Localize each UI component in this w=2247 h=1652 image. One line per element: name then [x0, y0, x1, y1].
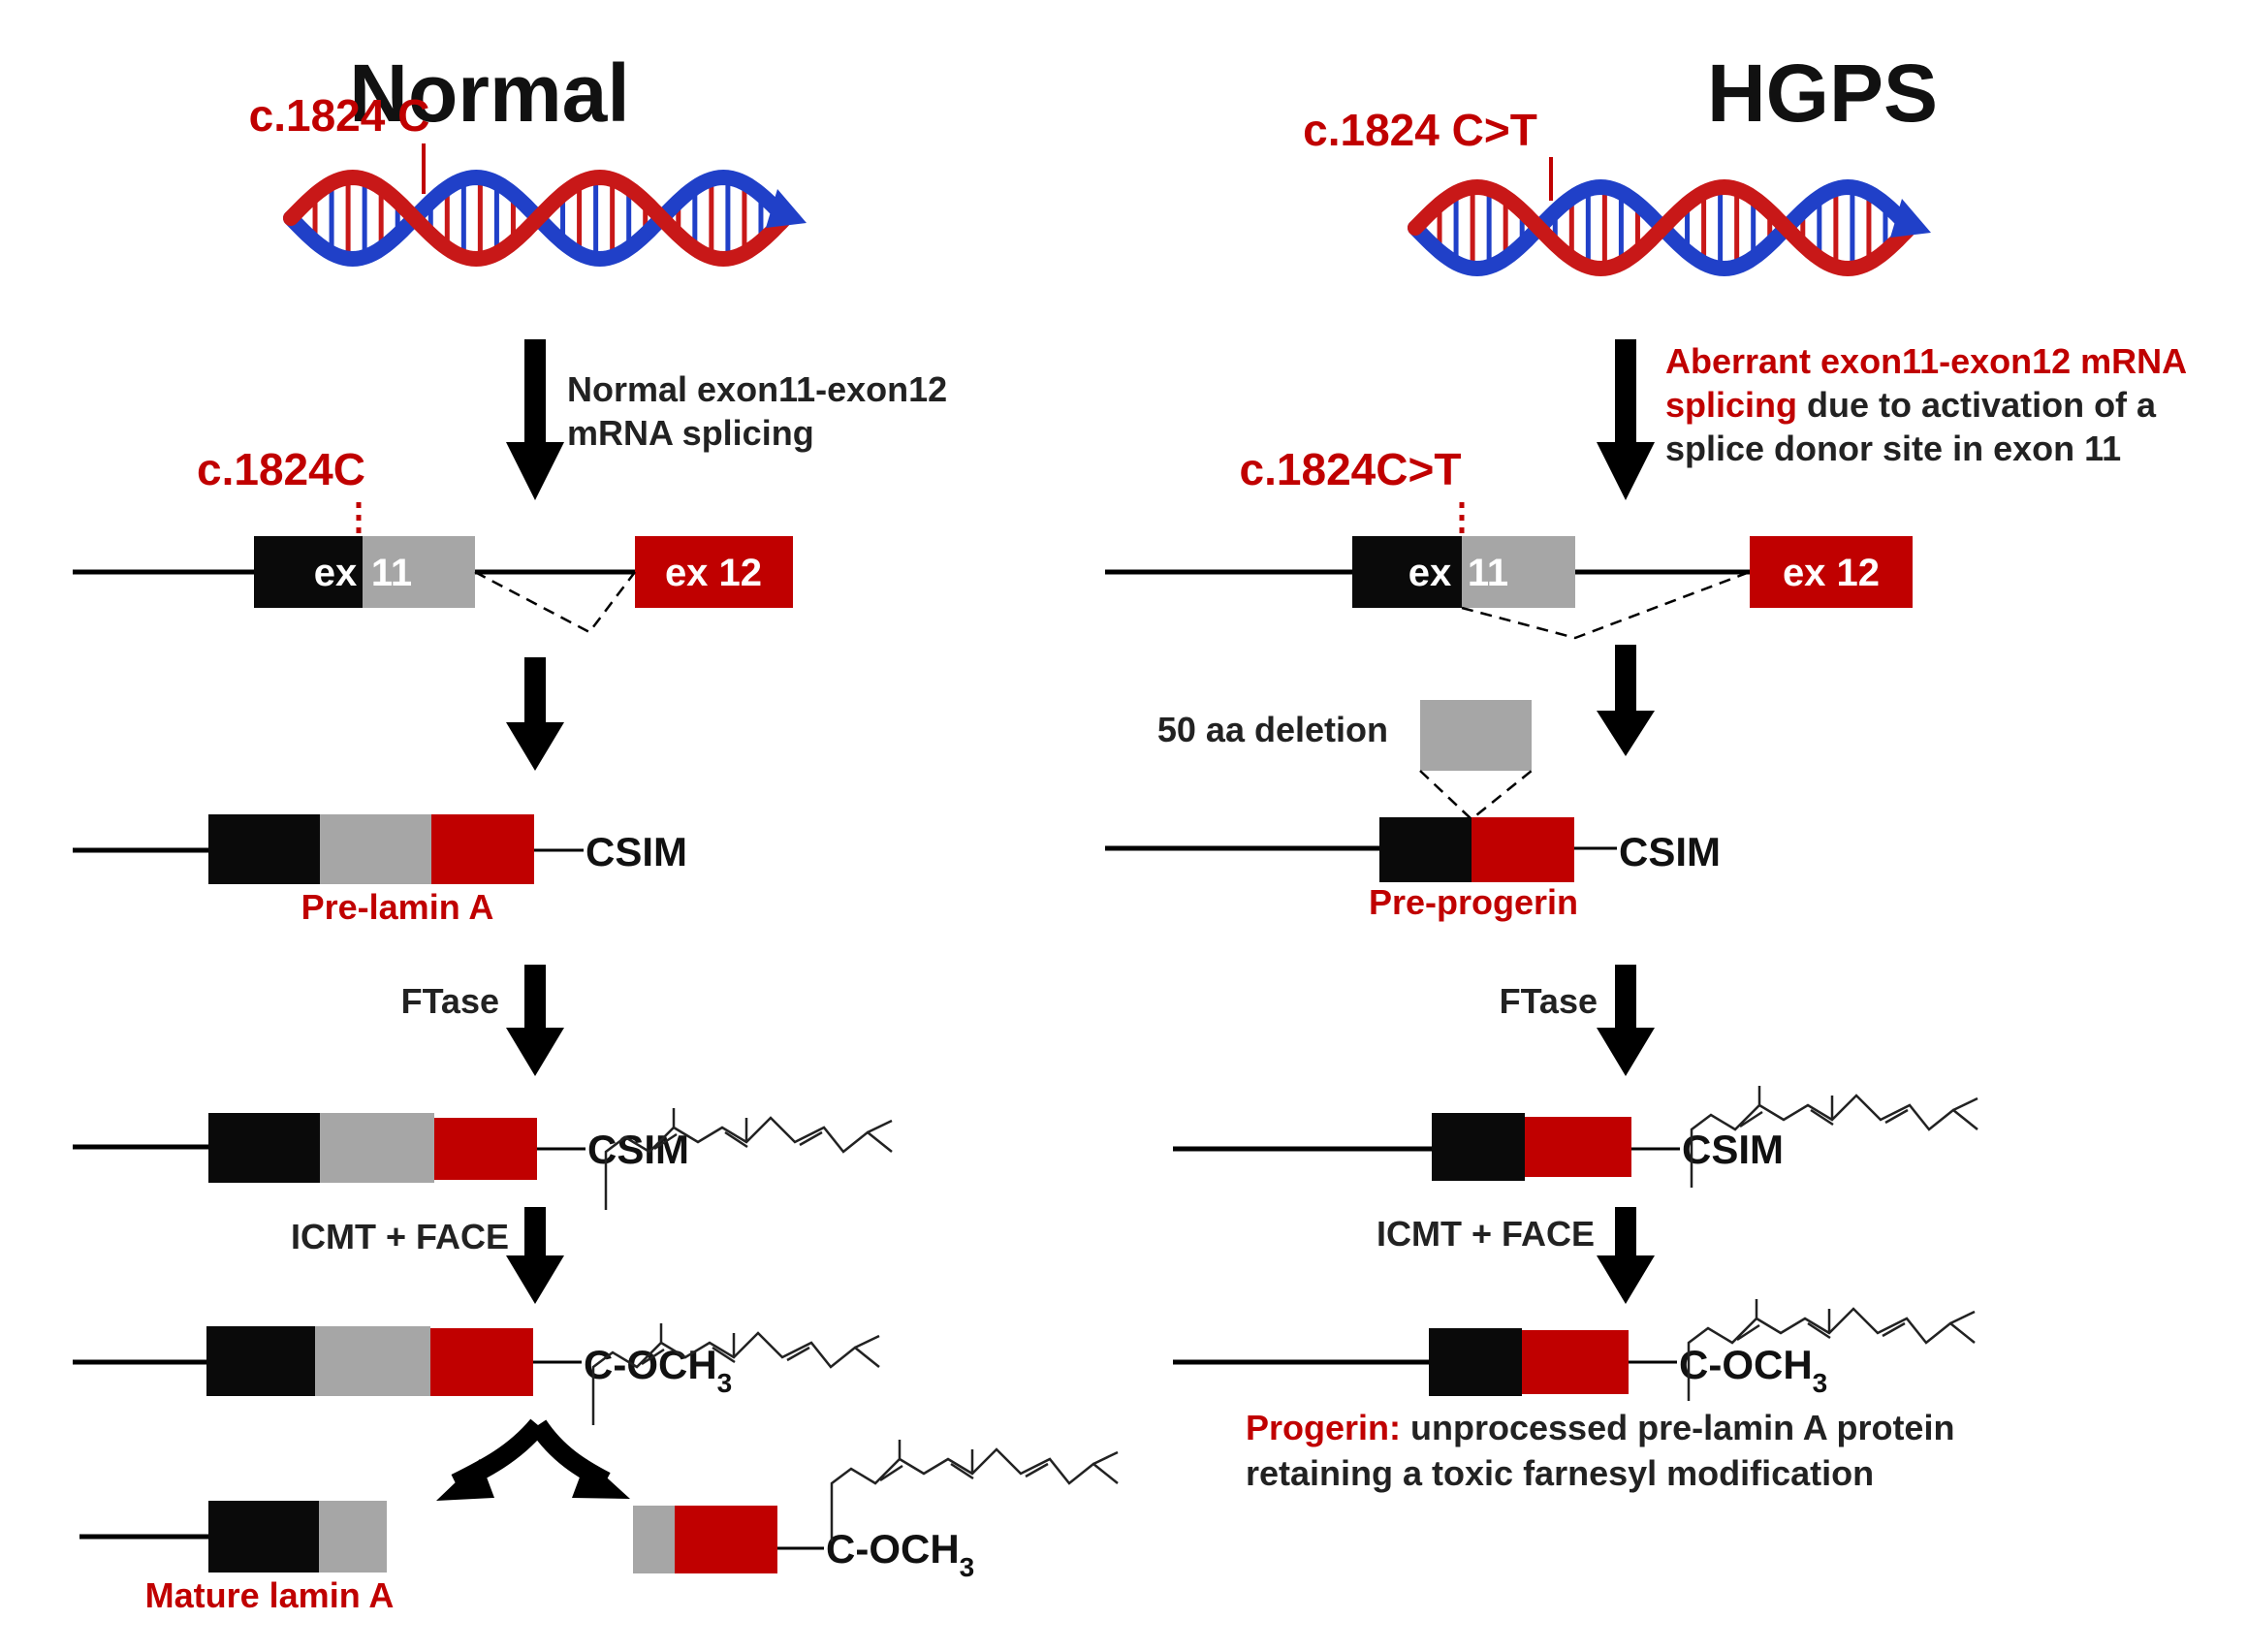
- normal-csim-2: CSIM: [587, 1127, 689, 1172]
- normal-exon12-label: ex 12: [665, 552, 762, 594]
- hgps-title: HGPS: [1707, 48, 1938, 139]
- normal-arrow-splicing: [506, 339, 564, 500]
- hgps-splicing-label-3: splice donor site in exon 11: [1665, 429, 2121, 468]
- hgps-methylated: C-OCH3: [1173, 1299, 1976, 1401]
- normal-coch3-1: C-OCH3: [584, 1342, 732, 1398]
- hgps-arrow-ftase: [1597, 965, 1655, 1076]
- normal-panel: Normal c.1824 C Normal exon11-exon12 mRN…: [73, 48, 1119, 1615]
- hgps-gene: ex 11 ex 12: [1105, 536, 1913, 640]
- normal-arrow-ftase: [506, 965, 564, 1076]
- hgps-coch3: C-OCH3: [1679, 1342, 1827, 1398]
- normal-splicing-label-1: Normal exon11-exon12: [567, 369, 947, 409]
- hgps-progerin-caption-2: retaining a toxic farnesyl modification: [1246, 1453, 1874, 1493]
- normal-ftase-label: FTase: [401, 981, 499, 1021]
- hgps-exon11-label-b: 11: [1468, 552, 1508, 594]
- hgps-arrow-icmt: [1597, 1207, 1655, 1304]
- normal-mature-lamin: Mature lamin A: [79, 1501, 394, 1615]
- hgps-progerin-caption-1: Progerin: unprocessed pre-lamin A protei…: [1246, 1408, 1954, 1447]
- hgps-arrow-splicing: [1597, 339, 1655, 500]
- normal-title: Normal: [349, 48, 629, 139]
- hgps-farnesyl-2-icon: [1687, 1299, 1976, 1401]
- hgps-farnesyl-1-icon: [1690, 1086, 1978, 1188]
- hgps-dna-helix-icon: [1408, 178, 1931, 277]
- normal-arrow-icmt: [506, 1207, 564, 1304]
- normal-exon11-grey: [363, 536, 475, 608]
- hgps-exon11-black: [1352, 536, 1462, 608]
- normal-cleavage-arrows-icon: [436, 1418, 630, 1501]
- normal-farnesyl-2-icon: [591, 1323, 880, 1425]
- normal-exon11-label-a: ex: [314, 552, 358, 594]
- normal-farnesylated: CSIM: [73, 1108, 893, 1210]
- hgps-icmt-label: ICMT + FACE: [1377, 1214, 1595, 1254]
- normal-coch3-2: C-OCH3: [826, 1526, 974, 1582]
- hgps-csim-1: CSIM: [1619, 829, 1721, 874]
- hgps-mutation-label: c.1824 C>T: [1303, 105, 1537, 155]
- hgps-preprogerin: CSIM Pre-progerin: [1105, 817, 1721, 922]
- hgps-splicing-label-1: Aberrant exon11-exon12 mRNA: [1665, 341, 2187, 381]
- hgps-deleted-segment: [1420, 700, 1532, 771]
- normal-farnesyl-1-icon: [604, 1108, 893, 1210]
- hgps-panel: HGPS c.1824 C>T Aberrant exon11-exon12 m…: [1105, 48, 2187, 1493]
- normal-gene: ex 11 ex 12: [73, 536, 793, 634]
- normal-splice-dashed: [474, 570, 636, 634]
- normal-exon11-label-b: 11: [371, 552, 412, 594]
- hgps-exon11-label-a: ex: [1408, 552, 1452, 594]
- hgps-arrow-translation: [1597, 645, 1655, 756]
- hgps-ftase-label: FTase: [1500, 981, 1598, 1021]
- hgps-splicing-label-2: splicing due to activation of a: [1665, 385, 2157, 425]
- hgps-exon12: [1750, 536, 1913, 608]
- hgps-deletion-label: 50 aa deletion: [1157, 710, 1388, 749]
- hgps-farnesylated: CSIM: [1173, 1086, 1978, 1188]
- hgps-deletion-dashed: [1419, 770, 1533, 821]
- hgps-splice-dashed: [1461, 570, 1751, 640]
- normal-prelamin: CSIM Pre-lamin A: [73, 814, 687, 927]
- normal-cleaved-fragment: C-OCH3: [633, 1440, 1119, 1582]
- normal-mutation-label: c.1824 C: [249, 90, 430, 141]
- hgps-preprogerin-label: Pre-progerin: [1369, 882, 1578, 922]
- normal-methylated: C-OCH3: [73, 1323, 880, 1425]
- normal-arrow-translation: [506, 657, 564, 771]
- normal-farnesyl-3-icon: [830, 1440, 1119, 1541]
- normal-csim-1: CSIM: [585, 829, 687, 874]
- hgps-exon11-grey: [1462, 536, 1575, 608]
- hgps-exon12-label: ex 12: [1783, 552, 1880, 594]
- normal-exon11-black: [254, 536, 363, 608]
- normal-prelamin-label: Pre-lamin A: [301, 887, 494, 927]
- normal-dna-helix-icon: [283, 169, 807, 268]
- normal-splicing-label-2: mRNA splicing: [567, 413, 814, 453]
- normal-mutation-gene-label: c.1824C: [197, 444, 365, 494]
- normal-mature-label: Mature lamin A: [145, 1575, 395, 1615]
- hgps-csim-2: CSIM: [1682, 1127, 1784, 1172]
- hgps-mutation-gene-label: c.1824C>T: [1240, 444, 1462, 494]
- normal-exon12: [635, 536, 793, 608]
- normal-icmt-label: ICMT + FACE: [291, 1217, 509, 1256]
